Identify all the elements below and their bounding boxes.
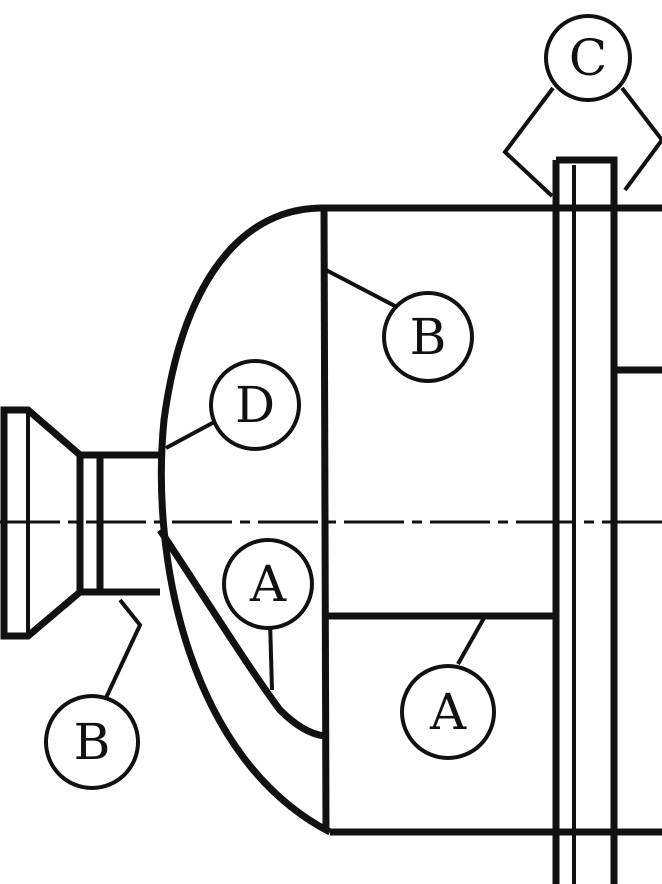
leader-c bbox=[502, 86, 662, 198]
tubesheet bbox=[552, 156, 618, 884]
head-seam bbox=[320, 207, 330, 833]
svg-text:D: D bbox=[235, 376, 275, 434]
leader-b-upper bbox=[325, 268, 396, 308]
leader-d bbox=[165, 418, 219, 450]
leader-a-right bbox=[456, 617, 486, 665]
nozzle-neck bbox=[80, 451, 160, 596]
label-c-top: C bbox=[544, 14, 632, 102]
svg-text:A: A bbox=[249, 555, 287, 613]
internal-baffle bbox=[157, 528, 326, 740]
label-d: D bbox=[209, 359, 301, 451]
svg-text:B: B bbox=[74, 713, 111, 771]
label-b-upper: B bbox=[382, 291, 474, 383]
label-a-left: A bbox=[222, 538, 314, 630]
svg-text:B: B bbox=[410, 308, 447, 366]
label-a-right: A bbox=[400, 664, 496, 760]
label-b-lower: B bbox=[44, 694, 140, 790]
svg-text:C: C bbox=[569, 29, 607, 87]
dished-head bbox=[157, 204, 332, 836]
leader-a-left bbox=[268, 619, 274, 691]
leader-b-lower bbox=[103, 598, 143, 701]
svg-text:A: A bbox=[429, 683, 467, 741]
